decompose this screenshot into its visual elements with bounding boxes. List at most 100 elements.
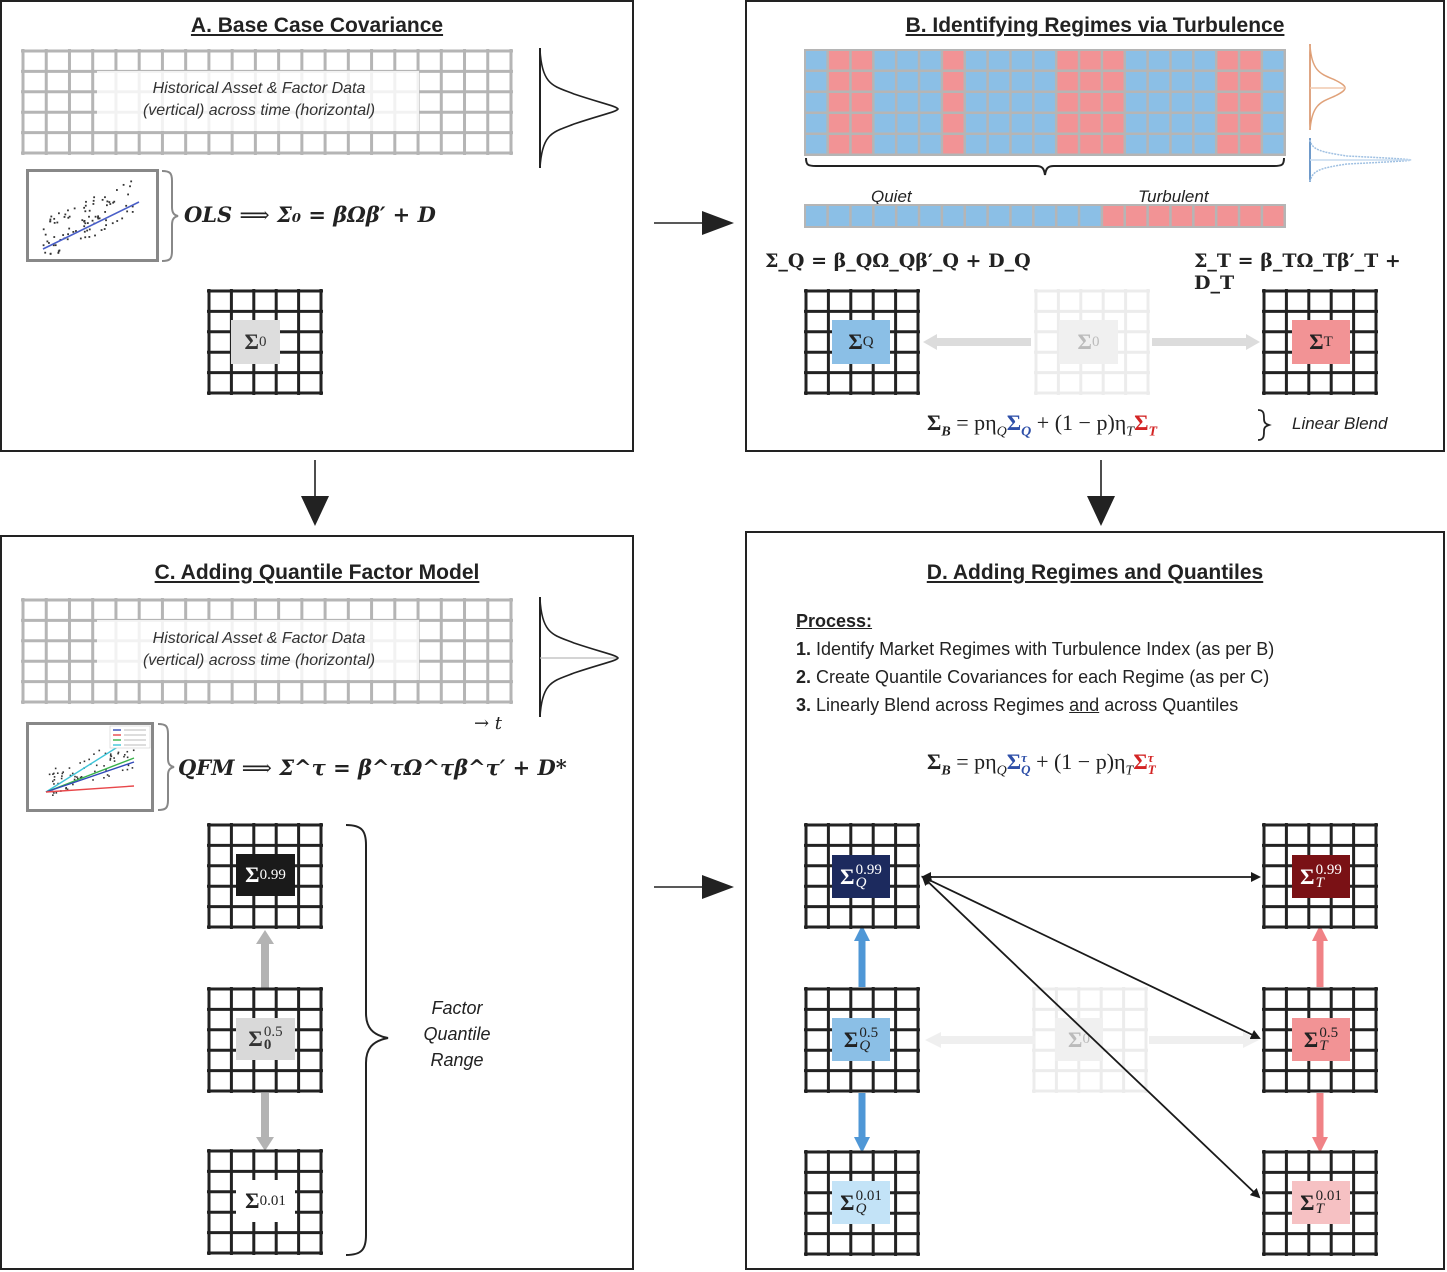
blend-term-quiet-sub: Q bbox=[1021, 761, 1031, 777]
scatter-point bbox=[117, 751, 120, 754]
scatter-point bbox=[92, 779, 94, 781]
turbulent-cell bbox=[1217, 114, 1238, 133]
scatter-point bbox=[94, 770, 96, 773]
scatter-point bbox=[68, 227, 71, 230]
scatter-point bbox=[126, 210, 129, 213]
step-text: Create Quantile Covariances for each Reg… bbox=[816, 667, 1270, 687]
ols-formula: OLS ⟹ Σ₀ = βΩβ′ + D bbox=[184, 202, 436, 227]
quiet-cell bbox=[1194, 135, 1215, 154]
turbulent-label: Turbulent bbox=[1138, 187, 1209, 206]
quiet-cell bbox=[897, 135, 918, 154]
scatter-point bbox=[68, 215, 71, 218]
panel-c: C. Adding Quantile Factor Model Historic… bbox=[0, 535, 634, 1270]
scatter-point bbox=[88, 758, 90, 761]
scatter-point bbox=[49, 252, 52, 255]
quiet-cell bbox=[874, 51, 895, 70]
quiet-cell bbox=[1171, 72, 1193, 91]
arrow-b-to-d bbox=[1087, 460, 1115, 526]
quiet-cell bbox=[1171, 114, 1193, 133]
turbulent-cell bbox=[851, 135, 873, 154]
quiet-cell bbox=[1011, 93, 1033, 112]
quiet-cell bbox=[806, 206, 827, 226]
arrow-a-to-b bbox=[654, 211, 734, 235]
brace-icon bbox=[157, 723, 175, 811]
quantile-range-brace-icon bbox=[345, 824, 389, 1256]
turbulent-cell bbox=[1148, 206, 1170, 226]
turbulent-cell bbox=[1217, 72, 1238, 91]
turbulent-cell bbox=[943, 135, 964, 154]
scatter-point bbox=[46, 240, 49, 243]
quiet-cell bbox=[874, 206, 895, 226]
normal-distribution-icon bbox=[539, 597, 619, 718]
turbulent-cell bbox=[1217, 51, 1238, 70]
scatter-point bbox=[83, 220, 85, 223]
sigma-superscript: 0.99 bbox=[1315, 861, 1342, 878]
scatter-point bbox=[54, 767, 57, 770]
quiet-cell bbox=[1126, 72, 1147, 91]
panel-d-arrows bbox=[854, 872, 1328, 1199]
scatter-point bbox=[57, 782, 59, 785]
scatter-point bbox=[48, 773, 51, 776]
turbulent-cell bbox=[1080, 72, 1101, 91]
scatter-point bbox=[130, 180, 133, 183]
quiet-cell bbox=[1011, 72, 1033, 91]
blend-term-turbulent-sub: T bbox=[1148, 424, 1158, 440]
quiet-cell bbox=[897, 114, 918, 133]
matrix-grid bbox=[207, 289, 323, 395]
scatter-point bbox=[55, 792, 58, 794]
quiet-cell bbox=[1011, 114, 1033, 133]
scatter-point bbox=[108, 201, 111, 203]
quiet-cell bbox=[1263, 135, 1284, 154]
scatter-point bbox=[103, 777, 105, 779]
quiet-cell bbox=[1126, 114, 1147, 133]
scatter-point bbox=[84, 236, 87, 239]
panel-a: A. Base Case Covariance Historical Asset… bbox=[0, 0, 634, 452]
blend-term-turbulent: Σ bbox=[1134, 410, 1149, 435]
caption-backdrop bbox=[97, 71, 419, 131]
sigma-subscript: T bbox=[1315, 1200, 1324, 1217]
scatter-point bbox=[105, 769, 107, 771]
scatter-point bbox=[88, 236, 91, 238]
quiet-cell bbox=[1011, 135, 1033, 154]
step-number: 3. bbox=[796, 695, 812, 715]
scatter-point bbox=[104, 752, 107, 755]
quiet-cell bbox=[988, 72, 1010, 91]
scatter-point bbox=[109, 203, 112, 205]
quiet-cell bbox=[897, 206, 918, 226]
arrow-head bbox=[1312, 1137, 1328, 1153]
scatter-point bbox=[54, 244, 57, 247]
scatter-point bbox=[86, 229, 89, 232]
scatter-point bbox=[116, 189, 118, 191]
scatter-point bbox=[127, 193, 130, 196]
scatter-point bbox=[71, 772, 74, 775]
quiet-cell bbox=[1263, 114, 1284, 133]
scatter-point bbox=[103, 228, 106, 230]
blend-eq: = pη bbox=[950, 410, 997, 435]
quiet-cell bbox=[966, 72, 987, 91]
scatter-point bbox=[108, 775, 110, 777]
quiet-cell bbox=[1148, 51, 1170, 70]
scatter-point bbox=[106, 774, 109, 776]
arrow-median-to-upper bbox=[256, 930, 274, 988]
matrix-grid bbox=[1262, 987, 1378, 1093]
sigma-superscript: 0.01 bbox=[259, 1192, 286, 1209]
turbulent-cell bbox=[1080, 114, 1101, 133]
step-number: 2. bbox=[796, 667, 812, 687]
normal-distribution-icon bbox=[539, 48, 619, 169]
quiet-cell bbox=[897, 72, 918, 91]
range-label-line-3: Range bbox=[430, 1050, 484, 1070]
quiet-cell bbox=[1034, 206, 1055, 226]
turbulent-cell bbox=[828, 72, 850, 91]
turbulent-cell bbox=[1103, 72, 1124, 91]
ols-fit-line bbox=[45, 761, 135, 793]
scatter-point bbox=[94, 215, 97, 218]
sigma-superscript: 0.99 bbox=[855, 861, 882, 878]
panel-d-title: D. Adding Regimes and Quantiles bbox=[926, 561, 1264, 584]
turbulent-cell bbox=[1126, 206, 1147, 226]
sorted-regime-strip bbox=[804, 204, 1286, 228]
